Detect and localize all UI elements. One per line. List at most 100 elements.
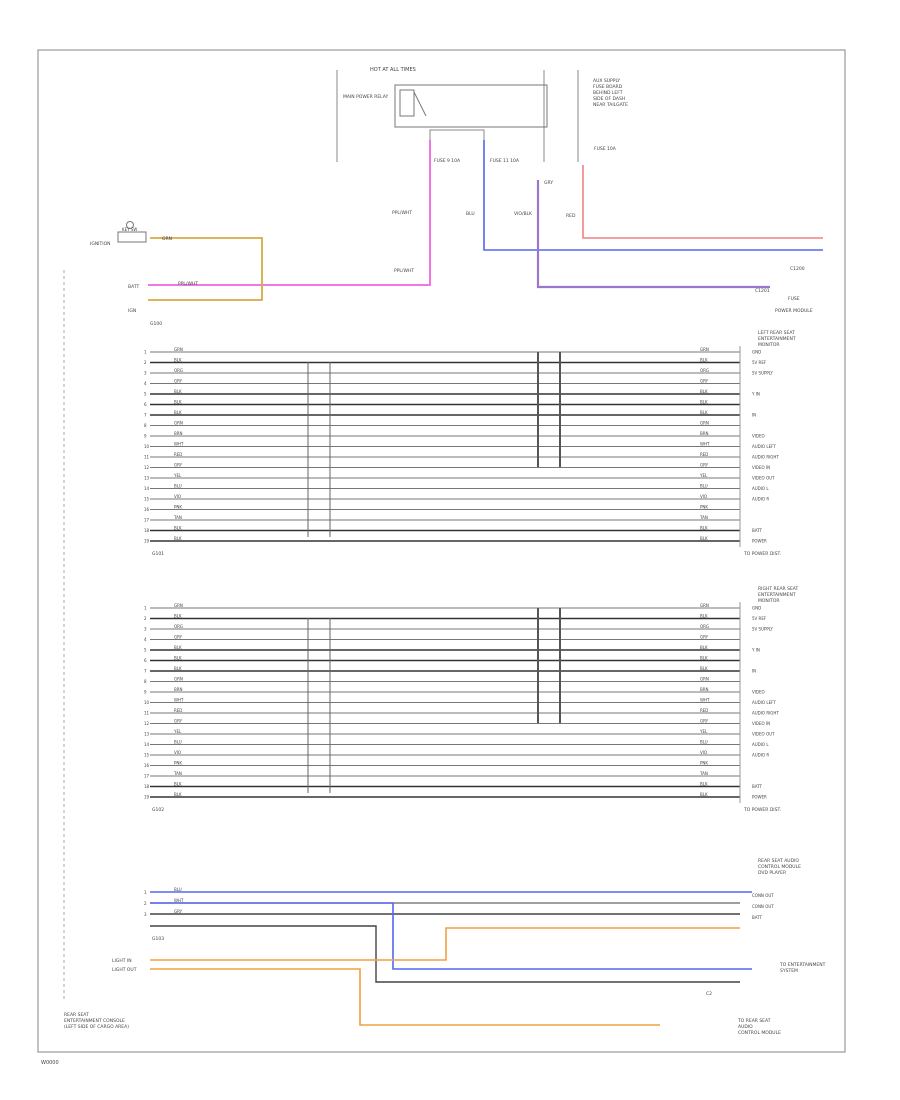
pin-function: VIDEO IN bbox=[752, 721, 770, 726]
aux-block-line: SIDE OF DASH bbox=[593, 96, 625, 102]
pin-function: Y IN bbox=[751, 648, 760, 653]
pin-function: AUDIO R bbox=[752, 753, 769, 758]
pin-wire-color: GRN bbox=[700, 603, 709, 608]
pin-wire-color: GRY bbox=[700, 463, 709, 468]
pin-number: 2 bbox=[144, 901, 147, 906]
pin-wire-color: GRN bbox=[700, 347, 709, 352]
fuse-b-label: FUSE 11 10A bbox=[490, 158, 520, 164]
pin-function: VIDEO OUT bbox=[752, 732, 775, 737]
pin-wire-color: GRN bbox=[174, 347, 183, 352]
module-label: RIGHT REAR SEAT bbox=[758, 586, 799, 592]
pin-wire-color: WHT bbox=[174, 898, 184, 903]
wire-bottom bbox=[150, 925, 740, 983]
pin-wire-color: BLK bbox=[174, 400, 182, 405]
module-label: MONITOR bbox=[758, 342, 780, 348]
wires bbox=[63, 129, 823, 1026]
pin-number: 7 bbox=[144, 669, 147, 674]
pin-number: 12 bbox=[144, 465, 150, 470]
pin-number: 9 bbox=[144, 690, 147, 695]
relay-label: MAIN POWER RELAY bbox=[343, 94, 388, 100]
pin-wire-color: BLK bbox=[700, 792, 708, 797]
wire-relay-link bbox=[429, 129, 485, 140]
wire-blue bbox=[483, 140, 823, 251]
pin-number: 8 bbox=[144, 679, 147, 684]
pin-number: 6 bbox=[144, 402, 147, 407]
pin-wire-color: VIO bbox=[700, 750, 707, 755]
pin-wire-color: WHT bbox=[700, 698, 710, 703]
fuse-c-label: FUSE 10A bbox=[594, 146, 617, 152]
pin-number: 3 bbox=[144, 912, 147, 917]
pin-function: CONN OUT bbox=[752, 893, 774, 898]
wire-label: PPL/WHT bbox=[394, 268, 414, 274]
pin-wire-color: YEL bbox=[699, 473, 708, 478]
pin-wire-color: GRY bbox=[174, 463, 183, 468]
connector-label: TO POWER DIST. bbox=[743, 807, 781, 813]
key-switch: IGNITION KEY SW bbox=[90, 221, 147, 247]
pin-wire-color: BLK bbox=[700, 400, 708, 405]
pin-wire-color: BRN bbox=[174, 687, 183, 692]
fuse-block: HOT AT ALL TIMES MAIN POWER RELAY FUSE 9… bbox=[336, 67, 617, 164]
key-switch-icon bbox=[126, 221, 134, 229]
ground-label: G103 bbox=[152, 936, 164, 942]
pin-wire-color: TAN bbox=[699, 515, 708, 520]
right-label: C1201 bbox=[755, 288, 770, 294]
pin-wire-color: ORG bbox=[700, 624, 709, 629]
pin-wire-color: GRN bbox=[700, 421, 709, 426]
pin-wire-color: BLK bbox=[700, 656, 708, 661]
pin-number: 9 bbox=[144, 434, 147, 439]
key-switch-label: IGNITION bbox=[90, 241, 111, 247]
pin-number: 14 bbox=[144, 486, 150, 491]
pin-number: 12 bbox=[144, 721, 150, 726]
module-label: (LEFT SIDE OF CARGO AREA) bbox=[64, 1024, 129, 1030]
pin-wire-color: BLU bbox=[700, 484, 708, 489]
pin-wire-color: BLK bbox=[700, 358, 708, 363]
pin-wire-color: WHT bbox=[174, 442, 184, 447]
pin-wire-color: BLK bbox=[174, 389, 182, 394]
right-label: C1200 bbox=[790, 266, 805, 272]
module-label: TO ENTERTAINMENT bbox=[779, 962, 826, 968]
pin-number: 15 bbox=[144, 753, 150, 758]
pin-number: 14 bbox=[144, 742, 150, 747]
pin-function: AUDIO RIGHT bbox=[752, 711, 779, 716]
pin-number: 16 bbox=[144, 507, 150, 512]
pin-function: VIDEO IN bbox=[752, 465, 770, 470]
pin-wire-color: BRN bbox=[700, 431, 709, 436]
pin-wire-color: RED bbox=[700, 708, 708, 713]
pin-function: GND bbox=[752, 350, 761, 355]
connector-label: TO POWER DIST. bbox=[743, 551, 781, 557]
pin-function: BATT bbox=[752, 528, 763, 533]
pin-number: 4 bbox=[144, 381, 147, 386]
terminal-label: LIGHT OUT bbox=[112, 967, 137, 973]
pin-wire-color: GRY bbox=[174, 635, 183, 640]
wire-label: GRN bbox=[162, 236, 172, 242]
pin-function: IN bbox=[752, 669, 756, 674]
pin-wire-color: BLK bbox=[174, 536, 182, 541]
page-border bbox=[37, 49, 846, 1053]
pin-number: 2 bbox=[144, 360, 147, 365]
pin-wire-color: BLK bbox=[174, 656, 182, 661]
pin-wire-color: VIO bbox=[700, 494, 707, 499]
pin-number: 15 bbox=[144, 497, 150, 502]
pin-number: 2 bbox=[144, 616, 147, 621]
pin-function: GND bbox=[752, 606, 761, 611]
ground-label: G102 bbox=[152, 807, 164, 813]
pin-wire-color: BLK bbox=[700, 410, 708, 415]
pin-number: 13 bbox=[144, 476, 150, 481]
wire-label: VIO/BLK bbox=[514, 211, 533, 217]
pin-wire-color: BLK bbox=[174, 792, 182, 797]
aux-block-line: BEHIND LEFT bbox=[593, 90, 623, 96]
pin-wire-color: GRN bbox=[174, 421, 183, 426]
pin-number: 5 bbox=[144, 392, 147, 397]
pin-function: CONN OUT bbox=[752, 904, 774, 909]
pin-wire-color: BLK bbox=[174, 526, 182, 531]
pin-wire-color: VIO bbox=[174, 494, 181, 499]
fuse-block-title: HOT AT ALL TIMES bbox=[370, 67, 416, 73]
pin-wire-color: YEL bbox=[173, 729, 182, 734]
pin-function: IN bbox=[752, 413, 756, 418]
pin-wire-color: GRY bbox=[174, 719, 183, 724]
pin-number: 7 bbox=[144, 413, 147, 418]
pin-wire-color: BLK bbox=[700, 536, 708, 541]
pin-function: AUDIO LEFT bbox=[752, 444, 776, 449]
pin-wire-color: BLK bbox=[700, 526, 708, 531]
